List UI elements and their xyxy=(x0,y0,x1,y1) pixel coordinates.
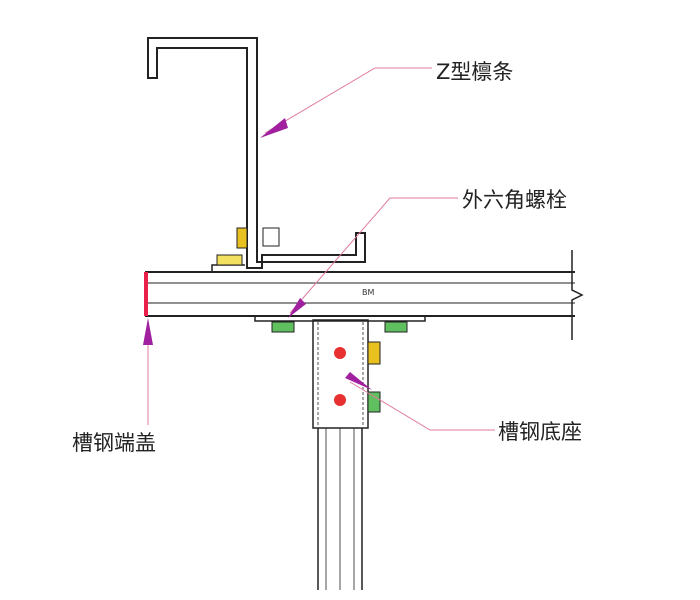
arrow-icons xyxy=(143,118,372,390)
top-clip xyxy=(211,264,245,272)
end-cap xyxy=(144,272,148,316)
channel-base xyxy=(312,319,369,429)
label-hex-bolt: 外六角螺栓 xyxy=(462,188,567,212)
beam-mark: BM xyxy=(362,288,374,297)
z-purlin xyxy=(147,37,366,269)
bolts xyxy=(216,227,408,413)
bolt-hole xyxy=(334,394,346,406)
channel-beam xyxy=(145,250,584,340)
label-end-cap: 槽钢端盖 xyxy=(72,431,156,455)
leader-lines xyxy=(147,67,495,431)
column xyxy=(317,428,363,590)
bolt-hole xyxy=(334,347,346,359)
label-channel-base: 槽钢底座 xyxy=(498,420,582,444)
bottom-clip xyxy=(254,316,426,322)
label-z-purlin: Z型檩条 xyxy=(436,60,514,84)
